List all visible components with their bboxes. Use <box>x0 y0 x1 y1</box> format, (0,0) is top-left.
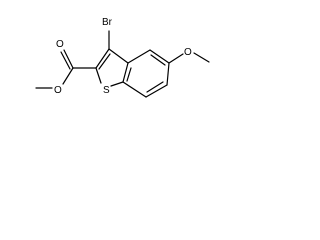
bond-carbonyl-c-o-single <box>62 67 74 85</box>
sulfur-label: S <box>103 85 110 96</box>
bond-carbonyl-c-o-double-b <box>60 51 71 70</box>
bond-c2-s <box>95 67 102 84</box>
bond-c5-c6 <box>166 62 170 86</box>
bond-c4-c5 <box>149 49 170 64</box>
bond-c7a-c3a <box>122 62 129 83</box>
bond-c6-c7-inner <box>146 81 164 93</box>
bond-c3a-c7a-inner <box>126 67 132 82</box>
molecule-structure-svg: Br S O O O <box>35 17 210 98</box>
bond-c6-c7 <box>145 84 168 98</box>
bond-c7-c7a <box>122 81 147 98</box>
ester-oxygen-label: O <box>54 85 62 96</box>
carbonyl-oxygen-label: O <box>56 39 64 50</box>
bond-carbonyl-c-o-double-a <box>63 49 74 69</box>
bond-c3a-c4 <box>127 49 151 64</box>
bond-s-c7a <box>110 81 124 87</box>
bond-c3-c2 <box>95 48 110 69</box>
bond-c4-c5-inner <box>150 54 166 66</box>
bond-o-methyl-methoxy <box>193 52 210 63</box>
bond-c3a-c3 <box>108 48 129 64</box>
methoxy-oxygen-label: O <box>184 47 192 58</box>
bromine-label: Br <box>102 17 113 28</box>
molecule-diagram: Br S O O O <box>0 0 239 109</box>
bond-c5-o-methoxy <box>168 53 184 64</box>
bond-c3-c2-inner <box>98 53 111 70</box>
